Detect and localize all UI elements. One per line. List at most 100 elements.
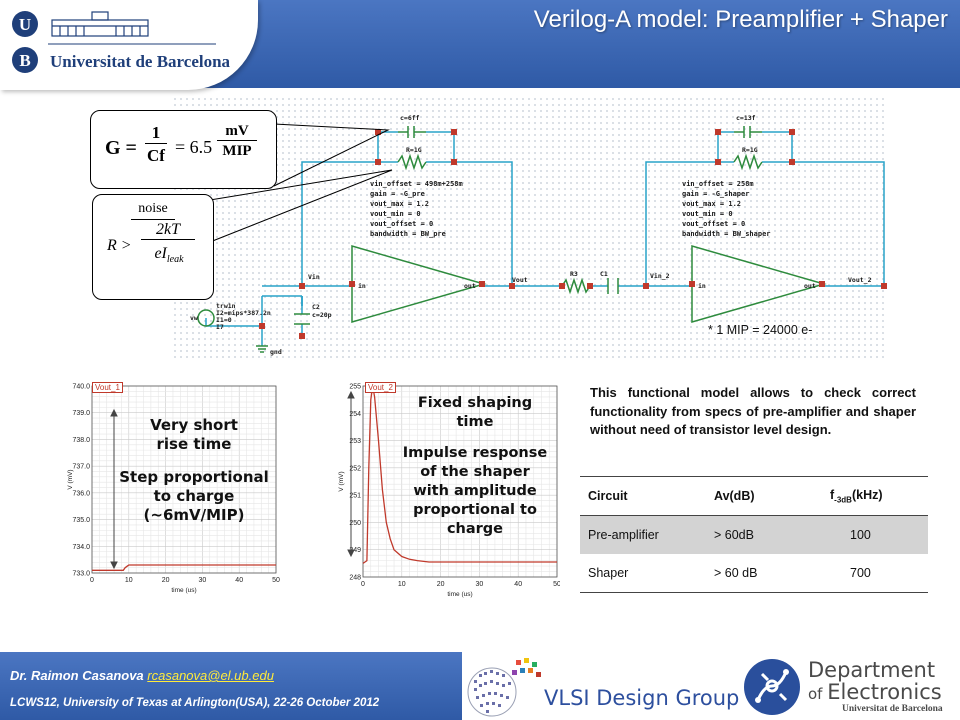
x-tick-label: 30 bbox=[199, 577, 207, 584]
shaper-trace-label: Vout_2 bbox=[365, 382, 396, 393]
preamp-param-5: vout_offset = 0 bbox=[370, 220, 433, 228]
plot-frame bbox=[362, 385, 558, 578]
y-tick-label: 738.0 bbox=[72, 437, 90, 444]
feedback-res-value: R=1G bbox=[406, 146, 422, 154]
amplitude-arrow-icon bbox=[347, 390, 355, 558]
department-university: Universitat de Barcelona bbox=[842, 704, 943, 714]
x-tick-label: 30 bbox=[476, 581, 484, 588]
gain-unit-num: mV bbox=[217, 123, 257, 141]
shaper-capacitor-icon bbox=[734, 126, 762, 138]
footer-author-line: Dr. Raimon Casanova rcasanova@el.ub.edu bbox=[10, 668, 274, 683]
header-f-suffix: (kHz) bbox=[851, 487, 883, 502]
shaper-resistor-icon bbox=[733, 153, 763, 171]
x-tick-label: 20 bbox=[162, 577, 170, 584]
university-logo: U B Universitat de Barcelona bbox=[0, 0, 258, 90]
x-tick-label: 50 bbox=[272, 577, 280, 584]
logo-letter-b: B bbox=[19, 51, 30, 70]
shaper-annotation-line-4: of the shaper bbox=[420, 464, 530, 480]
y-tick-label: 248 bbox=[349, 575, 361, 582]
header-circuit: Circuit bbox=[580, 476, 706, 516]
plot-frame bbox=[91, 385, 277, 574]
preamp-annotation-line-2: rise time bbox=[156, 435, 232, 453]
plot-grid bbox=[91, 385, 277, 574]
y-tick-label: 737.0 bbox=[72, 464, 90, 471]
source-name-label: I7 bbox=[216, 323, 224, 331]
university-building-icon bbox=[51, 11, 149, 37]
electronics-logo-icon bbox=[744, 659, 800, 715]
preamp-annotation-line-5: (~6mV/MIP) bbox=[143, 506, 245, 524]
y-tick-label: 251 bbox=[349, 493, 361, 500]
vw-label: vw bbox=[190, 314, 198, 322]
shaper-annotation-line-2: time bbox=[456, 414, 494, 430]
noise-title: noise bbox=[138, 201, 168, 216]
footer-conference: LCWS12, University of Texas at Arlington… bbox=[10, 697, 380, 709]
ground-icon bbox=[256, 345, 268, 353]
description-text: This functional model allows to check co… bbox=[590, 385, 916, 437]
slide-title: Verilog-A model: Preamplifier + Shaper bbox=[533, 6, 948, 33]
series-resistor-label: R3 bbox=[570, 270, 578, 278]
y-axis-label: V (mV) bbox=[67, 469, 74, 489]
shaper-annotation: Fixed shaping time Impulse response of t… bbox=[395, 394, 555, 539]
series-line bbox=[362, 385, 557, 564]
shaper-annotation-line-5: with amplitude bbox=[413, 483, 537, 499]
x-tick-label: 20 bbox=[437, 581, 445, 588]
logo-letter-u: U bbox=[19, 15, 31, 34]
y-axis-label: V (mV) bbox=[338, 471, 345, 491]
department-label: Department bbox=[808, 658, 936, 682]
schematic: vin_offset = 498m+258m gain = -G_pre vou… bbox=[172, 96, 888, 358]
table-header-row: Circuit Av(dB) f-3dB(kHz) bbox=[580, 476, 928, 516]
vlsi-logo-icon bbox=[467, 658, 541, 717]
shaper-in-label: in bbox=[698, 282, 706, 290]
callout-pointers bbox=[209, 123, 393, 243]
row-av: > 60dB bbox=[706, 515, 822, 554]
gain-callout: G = 1 Cf = 6.5 mV MIP bbox=[90, 110, 277, 189]
y-tick-label: 253 bbox=[349, 438, 361, 445]
department-electronics-word: Electronics bbox=[827, 680, 942, 704]
row-circuit: Pre-amplifier bbox=[580, 515, 706, 554]
source-param-3: I1=0 bbox=[216, 316, 232, 324]
gain-denominator: Cf bbox=[147, 146, 165, 165]
x-tick-label: 40 bbox=[514, 581, 522, 588]
noise-numerator: 2kT bbox=[141, 221, 195, 240]
preamp-annotation: Very short rise time Step proportional t… bbox=[114, 416, 274, 525]
shaper-param-6: bandwidth = BW_shaper bbox=[682, 230, 771, 238]
shaper-annotation-line-6: proportional to bbox=[413, 502, 537, 518]
row-circuit: Shaper bbox=[580, 554, 706, 593]
series-capacitor-icon bbox=[607, 278, 619, 294]
header-f3db: f-3dB(kHz) bbox=[822, 476, 928, 516]
y-tick-label: 255 bbox=[349, 384, 361, 391]
preamp-param-3: vout_max = 1.2 bbox=[370, 200, 429, 208]
header-av: Av(dB) bbox=[706, 476, 822, 516]
header-f-prefix: f bbox=[830, 487, 835, 502]
x-tick-label: 0 bbox=[90, 577, 94, 584]
y-tick-label: 252 bbox=[349, 465, 361, 472]
y-tick-label: 735.0 bbox=[72, 517, 90, 524]
department-of: of bbox=[808, 685, 828, 703]
noise-denominator-sub: leak bbox=[166, 254, 184, 266]
vout2-label: Vout_2 bbox=[848, 276, 872, 284]
preamp-param-6: bandwidth = BW_pre bbox=[370, 230, 446, 238]
schematic-diagram: vin_offset = 498m+258m gain = -G_pre vou… bbox=[190, 114, 887, 356]
source-param-1: trw1n bbox=[216, 302, 236, 310]
vout-label: Vout bbox=[512, 276, 528, 284]
university-emblem-icon: U B Universitat de Barcelona bbox=[12, 11, 231, 73]
x-tick-label: 40 bbox=[235, 577, 243, 584]
footer-email-link[interactable]: rcasanova@el.ub.edu bbox=[147, 668, 274, 683]
footer-band bbox=[0, 652, 462, 720]
preamp-annotation-line-1: Very short bbox=[150, 416, 238, 434]
noise-callout: noise R > 2kT eIleak bbox=[92, 194, 214, 300]
noise-denominator-main: eI bbox=[154, 245, 167, 262]
mip-note: * 1 MIP = 24000 e- bbox=[708, 323, 812, 337]
schematic-pins bbox=[259, 129, 887, 339]
footer-author: Dr. Raimon Casanova bbox=[10, 668, 144, 683]
amplitude-arrow-icon bbox=[110, 408, 118, 570]
shaper-param-5: vout_offset = 0 bbox=[682, 220, 745, 228]
c2-capacitor-icon bbox=[294, 313, 310, 325]
shaper-cap-value: c=13f bbox=[736, 114, 756, 122]
y-tick-label: 249 bbox=[349, 547, 361, 554]
current-source-icon bbox=[197, 309, 215, 327]
y-tick-label: 736.0 bbox=[72, 490, 90, 497]
